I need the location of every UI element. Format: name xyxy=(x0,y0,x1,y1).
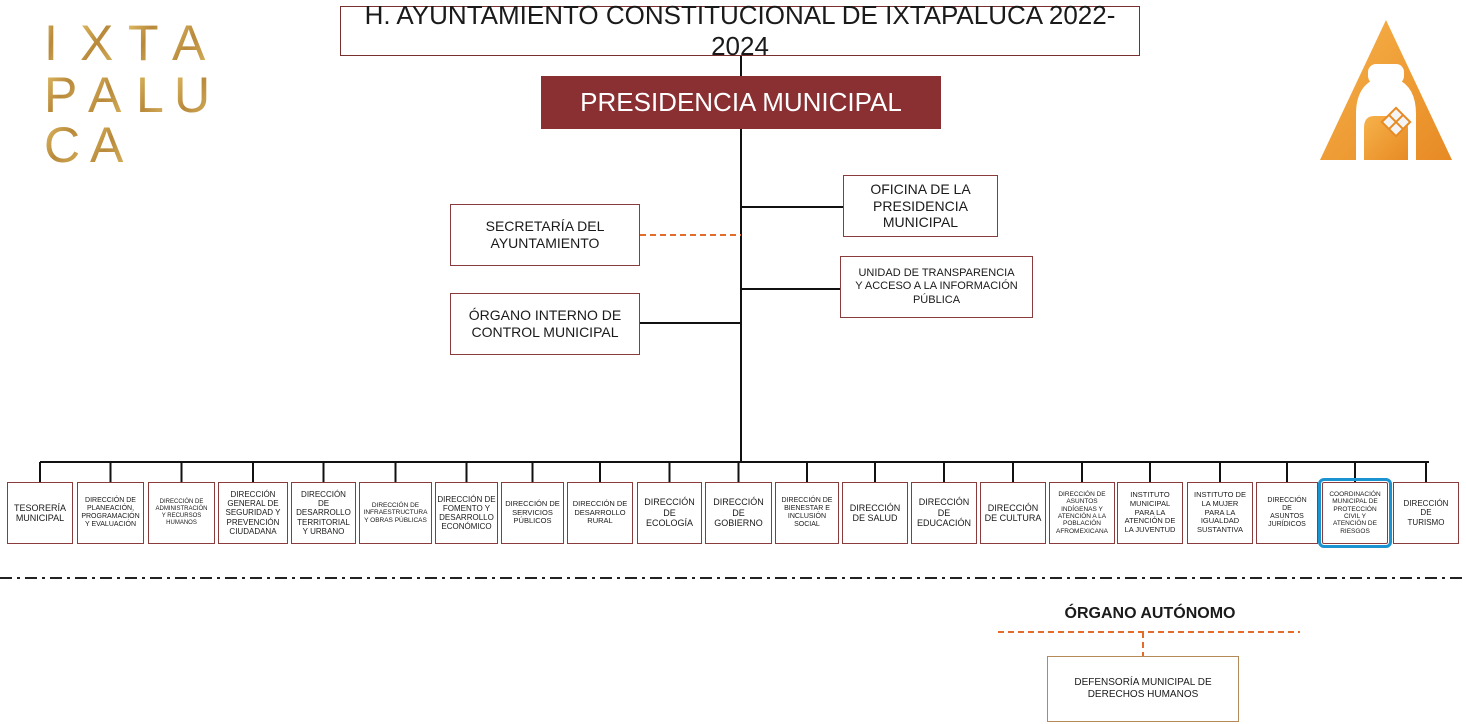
direccion-box-13: DIRECCIÓN DE SALUD xyxy=(842,482,908,544)
direccion-box-11: DIRECCIÓN DE GOBIERNO xyxy=(705,482,772,544)
direccion-box-16: DIRECCIÓN DE ASUNTOS INDÍGENAS Y ATENCIÓ… xyxy=(1049,482,1115,544)
page-title: H. AYUNTAMIENTO CONSTITUCIONAL DE IXTAPA… xyxy=(340,0,1140,61)
direccion-box-14: DIRECCIÓN DE EDUCACIÓN xyxy=(911,482,977,544)
direccion-box-2: DIRECCIÓN DE PLANEACIÓN, PROGRAMACIÓN Y … xyxy=(77,482,144,544)
svg-text:A: A xyxy=(90,117,124,172)
direccion-box-9: DIRECCIÓN DE DESARROLLO RURAL xyxy=(567,482,633,544)
svg-text:I: I xyxy=(44,15,58,71)
svg-text:X: X xyxy=(80,15,113,71)
presidencia-municipal-box: PRESIDENCIA MUNICIPAL xyxy=(541,76,941,129)
unidad-transparencia-box: UNIDAD DE TRANSPARENCIA Y ACCESO A LA IN… xyxy=(840,256,1033,318)
defensoria-derechos-humanos-box: DEFENSORÍA MUNICIPAL DE DERECHOS HUMANOS xyxy=(1047,656,1239,722)
direccion-box-10: DIRECCIÓN DE ECOLOGÍA xyxy=(637,482,702,544)
direccion-box-7: DIRECCIÓN DE FOMENTO Y DESARROLLO ECONÓM… xyxy=(435,482,498,544)
direccion-box-3: DIRECCIÓN DE ADMINISTRACIÓN Y RECURSOS H… xyxy=(148,482,215,544)
solid-connectors xyxy=(39,56,1429,482)
direccion-box-19: DIRECCIÓN DE ASUNTOS JURÍDICOS xyxy=(1256,482,1318,544)
direccion-box-6: DIRECCIÓN DE INFRAESTRUCTURA Y OBRAS PÚB… xyxy=(359,482,432,544)
ixtapaluca-emblem-icon xyxy=(1320,20,1452,160)
svg-text:P: P xyxy=(44,67,77,123)
direccion-box-12: DIRECCIÓN DE BIENESTAR E INCLUSIÓN SOCIA… xyxy=(775,482,839,544)
svg-text:U: U xyxy=(174,67,210,123)
direccion-box-1: TESORERÍA MUNICIPAL xyxy=(7,482,73,544)
direccion-box-4: DIRECCIÓN GENERAL DE SEGURIDAD Y PREVENC… xyxy=(218,482,288,544)
direccion-box-15: DIRECCIÓN DE CULTURA xyxy=(980,482,1046,544)
direccion-box-20: COORDINACIÓN MUNICIPAL DE PROTECCIÓN CIV… xyxy=(1318,478,1392,548)
svg-text:A: A xyxy=(88,67,122,123)
svg-text:C: C xyxy=(44,117,80,172)
direccion-box-17: INSTITUTO MUNICIPAL PARA LA ATENCIÓN DE … xyxy=(1117,482,1183,544)
direccion-box-8: DIRECCIÓN DE SERVICIOS PÚBLICOS xyxy=(501,482,564,544)
organo-interno-control-box: ÓRGANO INTERNO DE CONTROL MUNICIPAL xyxy=(450,293,640,355)
secretaria-ayuntamiento-box: SECRETARÍA DEL AYUNTAMIENTO xyxy=(450,204,640,266)
direccion-box-5: DIRECCIÓN DE DESARROLLO TERRITORIAL Y UR… xyxy=(291,482,356,544)
svg-text:T: T xyxy=(128,15,159,71)
direccion-box-21: DIRECCIÓN DE TURISMO xyxy=(1393,482,1459,544)
oficina-presidencia-box: OFICINA DE LA PRESIDENCIA MUNICIPAL xyxy=(843,175,998,237)
organo-autonomo-heading: ÓRGANO AUTÓNOMO xyxy=(1064,605,1236,622)
direccion-box-18: INSTITUTO DE LA MUJER PARA LA IGUALDAD S… xyxy=(1187,482,1253,544)
svg-text:A: A xyxy=(172,15,206,71)
svg-text:L: L xyxy=(136,67,164,123)
